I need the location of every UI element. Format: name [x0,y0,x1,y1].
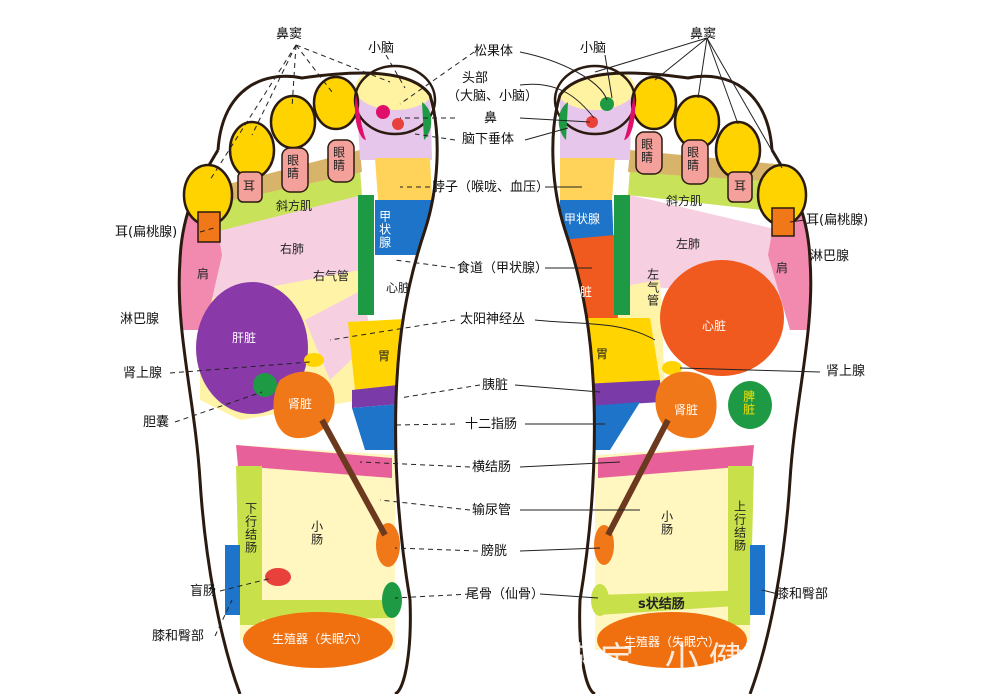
label-knee-hip-left: 膝和臀部 [152,629,205,644]
label-head: 头部 [462,71,489,86]
label-transverse-colon: 横结肠 [472,460,512,475]
label-cerebellum-left: 小脑 [368,41,395,56]
zone-ear-left: 耳 [243,179,256,193]
zone-genital-right: 生殖器（失眠穴） [624,635,721,649]
label-ureter: 输尿管 [472,503,512,518]
zone-genital-left: 生殖器（失眠穴） [272,632,369,646]
zone-heart-left: 心脏 [386,281,411,295]
label-ear-tonsil-left: 耳(扁桃腺) [115,225,178,240]
zone-ascending-colon: 上行结肠 [732,500,747,552]
zone-trapezius-left: 斜方肌 [276,199,313,213]
watermark: 苏宝 小健 [556,640,753,680]
zone-shoulder-right: 肩 [776,261,789,275]
label-pancreas: 胰脏 [482,378,509,393]
zone-lung-right: 右肺 [280,242,305,256]
label-pituitary: 脑下垂体 [462,132,515,147]
label-lymph-left: 淋巴腺 [120,312,160,327]
left-toes [182,64,437,243]
zone-heart-large: 心脏 [702,319,727,333]
label-sinus-left: 鼻窦 [276,27,303,42]
label-duodenum: 十二指肠 [465,417,518,432]
label-adrenal-right: 肾上腺 [826,364,866,379]
zone-ear-right: 耳 [734,179,747,193]
zone-thyroid-right: 甲状腺 [564,212,601,226]
label-adrenal-left: 肾上腺 [123,366,163,381]
label-gallbladder: 胆囊 [143,415,170,430]
zone-stomach-right: 胃 [596,347,609,361]
zone-small-intestine-right: 小肠 [659,510,674,536]
zone-sigmoid-colon: s状结肠 [638,597,685,612]
zone-bronchus-left: 左气管 [645,268,660,307]
label-lymph-right: 淋巴腺 [810,249,850,264]
zone-lung-left: 左肺 [676,237,701,251]
label-solar-plexus: 太阳神经丛 [460,312,526,327]
zone-eye-right-1: 眼睛 [639,138,654,164]
zone-spleen: 脾脏 [741,390,756,416]
zone-small-intestine-left: 小肠 [309,520,324,546]
zone-descending-colon: 下行结肠 [243,502,258,554]
label-brain-cerebellum: （大脑、小脑） [447,89,539,104]
zone-thyroid-left: 甲状腺 [377,210,392,249]
label-ear-tonsil-right: 耳(扁桃腺) [806,213,869,228]
zone-eye-left-2: 眼睛 [331,146,346,172]
label-cecum: 盲肠 [190,584,217,599]
zone-bronchus-right: 右气管 [313,269,350,283]
label-sinus-right: 鼻窦 [690,27,717,42]
zone-liver: 肝脏 [232,331,257,345]
zone-eye-left-1: 眼睛 [285,154,300,180]
leader-lines [169,37,821,637]
zone-eye-right-2: 眼睛 [685,146,700,172]
right-toes [553,64,808,237]
label-bladder: 膀胱 [481,544,508,559]
zone-stomach-left: 胃 [378,349,391,363]
label-neck: 脖子（喉咙、血压） [432,180,550,195]
label-knee-hip-right: 膝和臀部 [776,587,829,602]
label-nose: 鼻 [484,111,498,126]
label-coccyx: 尾骨（仙骨） [466,587,545,602]
zone-kidney-right: 肾脏 [674,403,699,417]
label-pineal: 松果体 [474,44,514,59]
label-esophagus: 食道（甲状腺） [457,261,549,276]
zone-shoulder-left: 肩 [197,267,210,281]
zone-trapezius-right: 斜方肌 [666,194,703,208]
zone-heart-small: 心脏 [568,285,593,299]
label-cerebellum-right: 小脑 [580,41,607,56]
zone-kidney-left: 肾脏 [288,397,313,411]
